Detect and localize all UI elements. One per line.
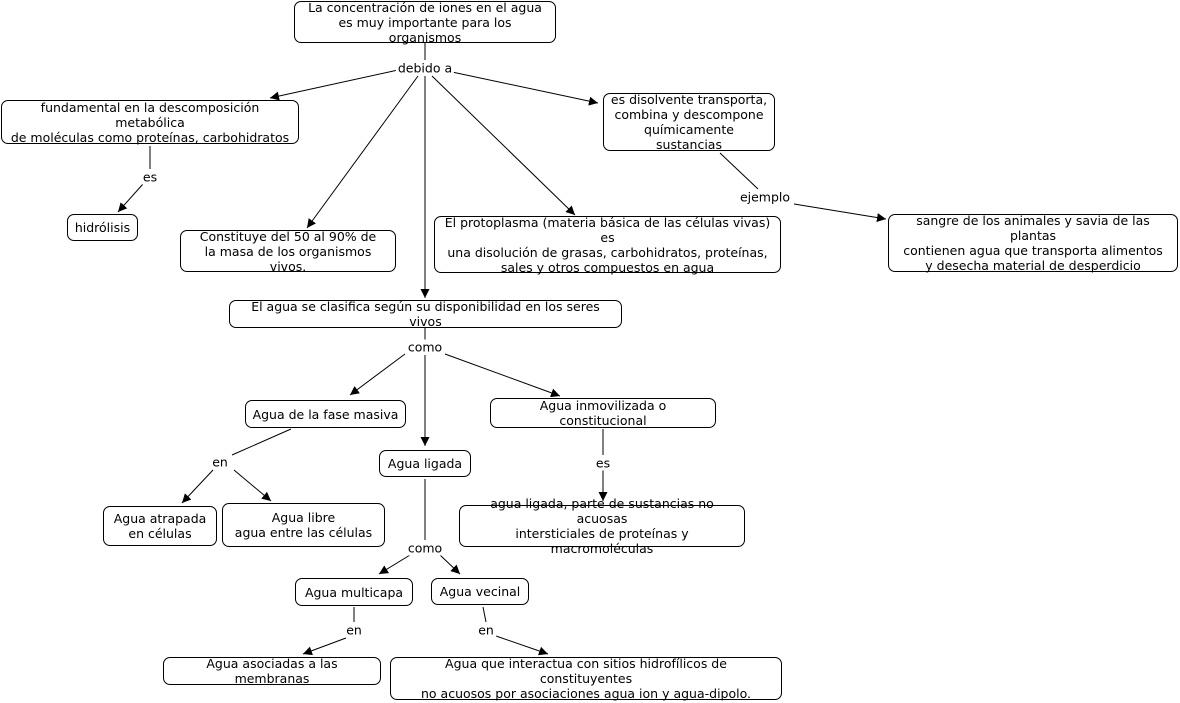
- link-label-en-multicapa: en: [344, 622, 364, 638]
- concept-multicapa[interactable]: Agua multicapa: [295, 578, 413, 606]
- edge-disolvente-ejemplo: [719, 152, 759, 190]
- edge-en-membranas: [302, 637, 347, 656]
- concept-fundamental[interactable]: fundamental en la descomposición metaból…: [1, 100, 299, 145]
- concept-inmovilizada[interactable]: Agua inmovilizada o constitucional: [490, 398, 716, 428]
- link-label-como-clasifica: como: [405, 339, 445, 355]
- concept-disolvente[interactable]: es disolvente transporta, combina y desc…: [603, 92, 775, 152]
- edge-como-masiva: [349, 353, 406, 396]
- edge-vecinal-en: [482, 606, 487, 623]
- concept-root[interactable]: La concentración de iones en el agua es …: [294, 0, 556, 45]
- link-label-como-ligada: como: [405, 540, 445, 556]
- concept-masiva[interactable]: Agua de la fase masiva: [245, 400, 406, 428]
- concept-protoplasma[interactable]: El protoplasma (materia básica de las cé…: [434, 215, 781, 275]
- edge-en-interactua: [495, 635, 549, 656]
- edge-en-atrapada: [181, 469, 214, 504]
- link-label-en-vecinal: en: [476, 622, 496, 638]
- link-label-es-inmovilizada: es: [593, 455, 613, 471]
- concept-ligada[interactable]: Agua ligada: [379, 450, 471, 477]
- concept-hidrolisis[interactable]: hidrólisis: [67, 214, 138, 241]
- link-label-ejemplo: ejemplo: [737, 189, 793, 205]
- link-label-en-masiva: en: [210, 454, 230, 470]
- edge-debido-disolvente: [451, 71, 599, 106]
- concept-sangre[interactable]: sangre de los animales y savia de las pl…: [888, 213, 1178, 273]
- edge-debido-protoplasma: [431, 75, 576, 216]
- concept-vecinal[interactable]: Agua vecinal: [431, 578, 529, 605]
- concept-ligada-desc[interactable]: agua ligada, parte de sustancias no acuo…: [459, 496, 745, 556]
- edge-como-inmovilizada: [444, 353, 561, 398]
- link-label-es-hidrolisis: es: [140, 169, 160, 185]
- edge-como-multicapa: [378, 554, 411, 575]
- concept-interactua[interactable]: Agua que interactua con sitios hidrofíli…: [390, 656, 782, 701]
- concept-constituye[interactable]: Constituye del 50 al 90% de la masa de l…: [180, 229, 396, 274]
- concept-atrapada[interactable]: Agua atrapada en células: [103, 506, 217, 546]
- concept-clasifica[interactable]: El agua se clasifica según su disponibil…: [229, 299, 622, 329]
- edge-es-hidrolisis: [117, 183, 144, 213]
- link-label-debido-a: debido a: [395, 60, 455, 76]
- edge-masiva-en: [231, 428, 292, 456]
- edge-debido-fundamental: [269, 69, 399, 101]
- edge-como-vecinal: [439, 554, 461, 575]
- concept-membranas[interactable]: Agua asociadas a las membranas: [163, 656, 381, 686]
- edge-en-libre: [233, 469, 272, 502]
- edge-ejemplo-sangre: [793, 203, 887, 222]
- edge-debido-constituye: [306, 75, 419, 229]
- concept-libre[interactable]: Agua libre agua entre las células: [222, 503, 385, 547]
